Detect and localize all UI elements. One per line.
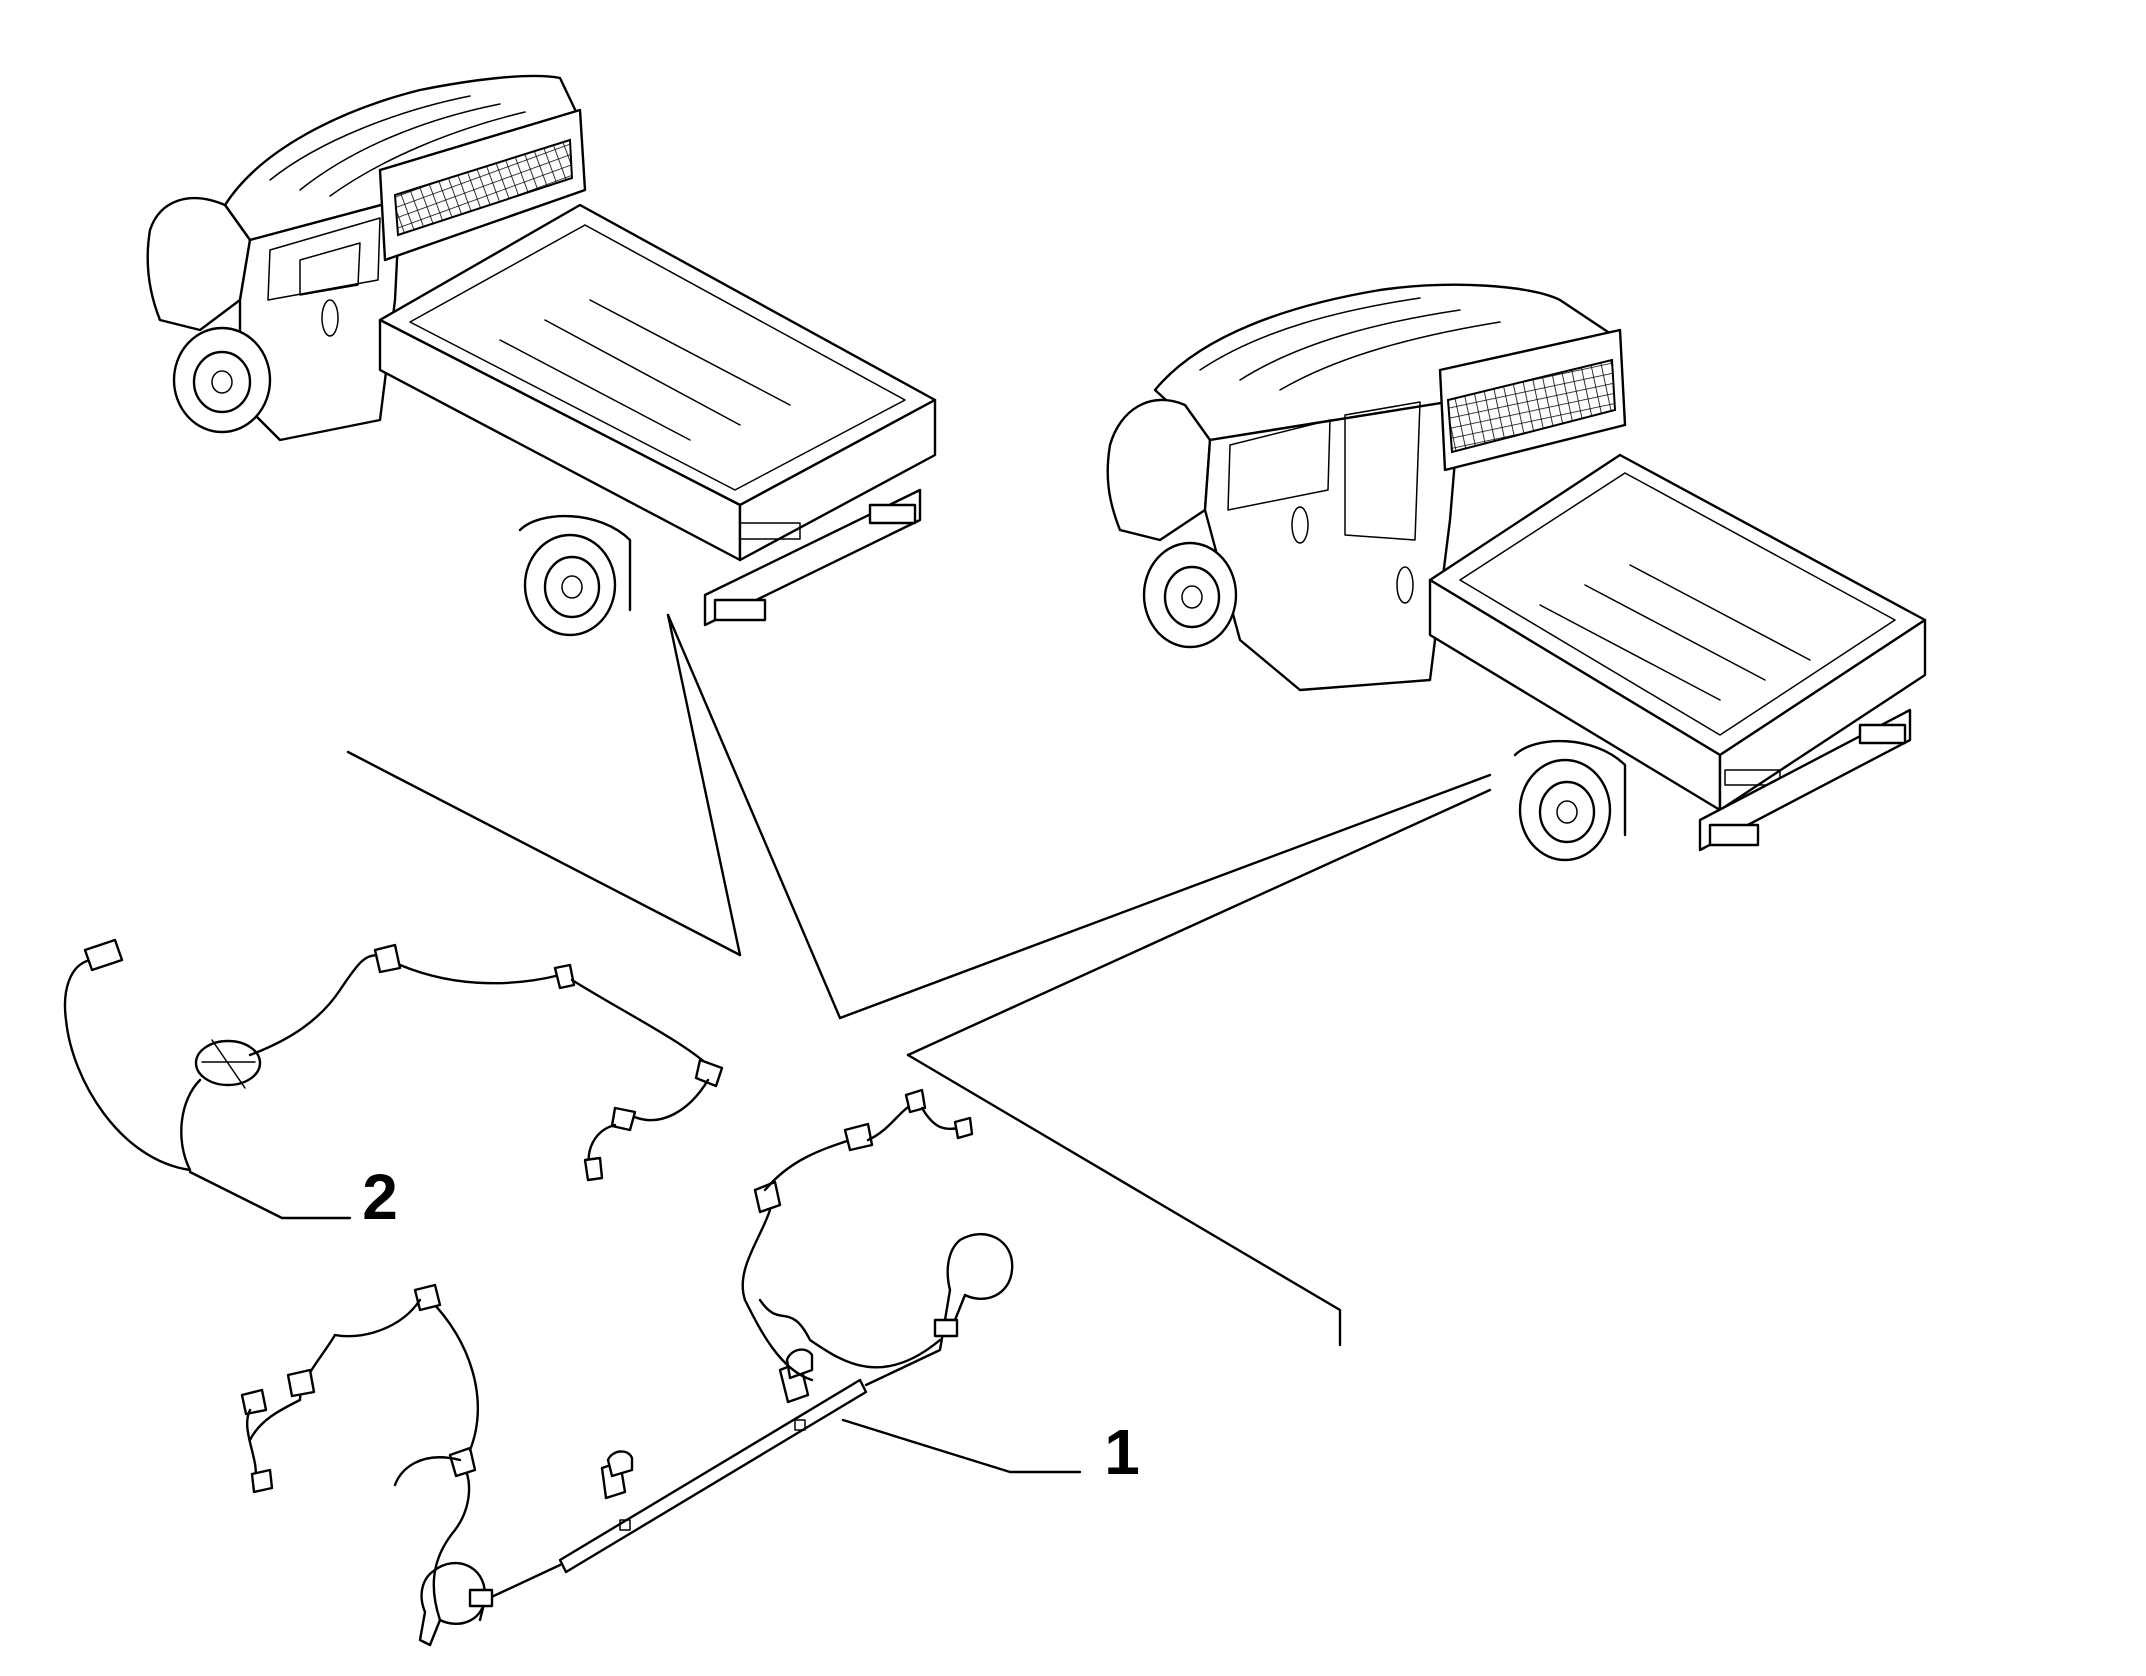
wiring-harness-part-2	[63, 938, 724, 1182]
callout-2: 2	[188, 1161, 398, 1233]
wiring-harness-part-1	[240, 1088, 1014, 1647]
single-cab-truck-illustration	[146, 74, 937, 637]
leader-lines	[346, 613, 1492, 1347]
callout-1: 1	[841, 1416, 1140, 1488]
callout-number-1: 1	[1104, 1416, 1140, 1488]
callout-number-2: 2	[362, 1161, 398, 1233]
double-cab-truck-illustration	[1106, 283, 1927, 862]
